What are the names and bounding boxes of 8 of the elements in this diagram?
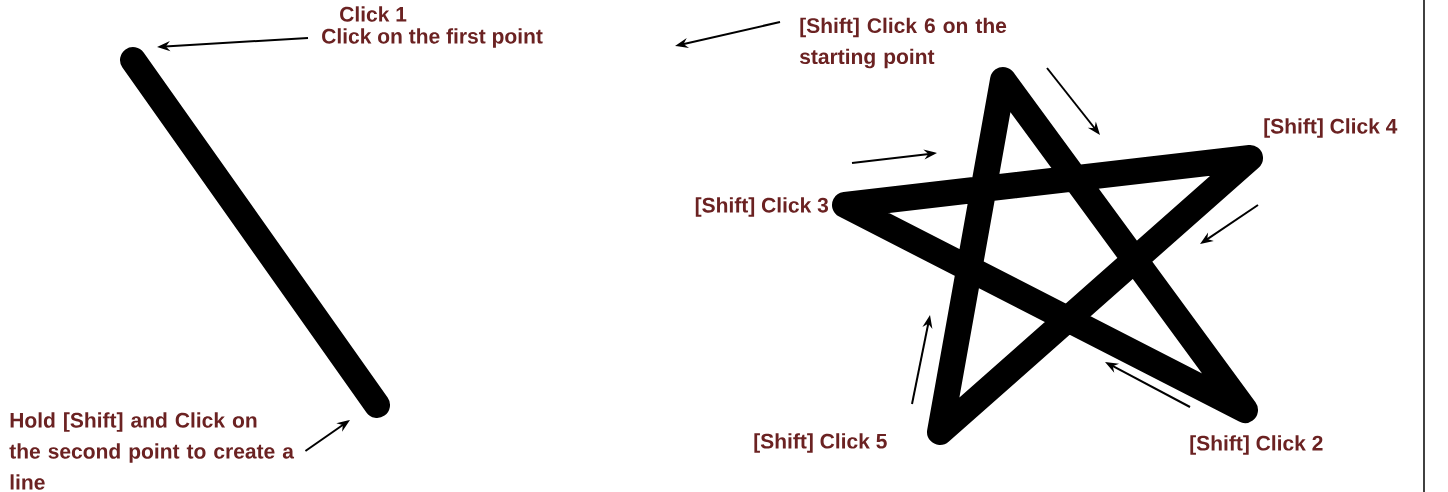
instruction-text: Click on the first point [322,28,543,48]
step-label: [Shift] Click 3 [695,197,829,217]
step-label: [Shift] Click 4 [1264,118,1398,138]
step-label: [Shift] Click 5 [754,433,887,453]
step-label: Click 1 [340,6,407,22]
step-label: [Shift] Click 2 [1190,435,1323,455]
instruction-text: Hold [Shift] and Click on the second point to create a line [9,412,295,490]
step-label: [Shift] Click 6 on the starting point [799,17,1007,69]
